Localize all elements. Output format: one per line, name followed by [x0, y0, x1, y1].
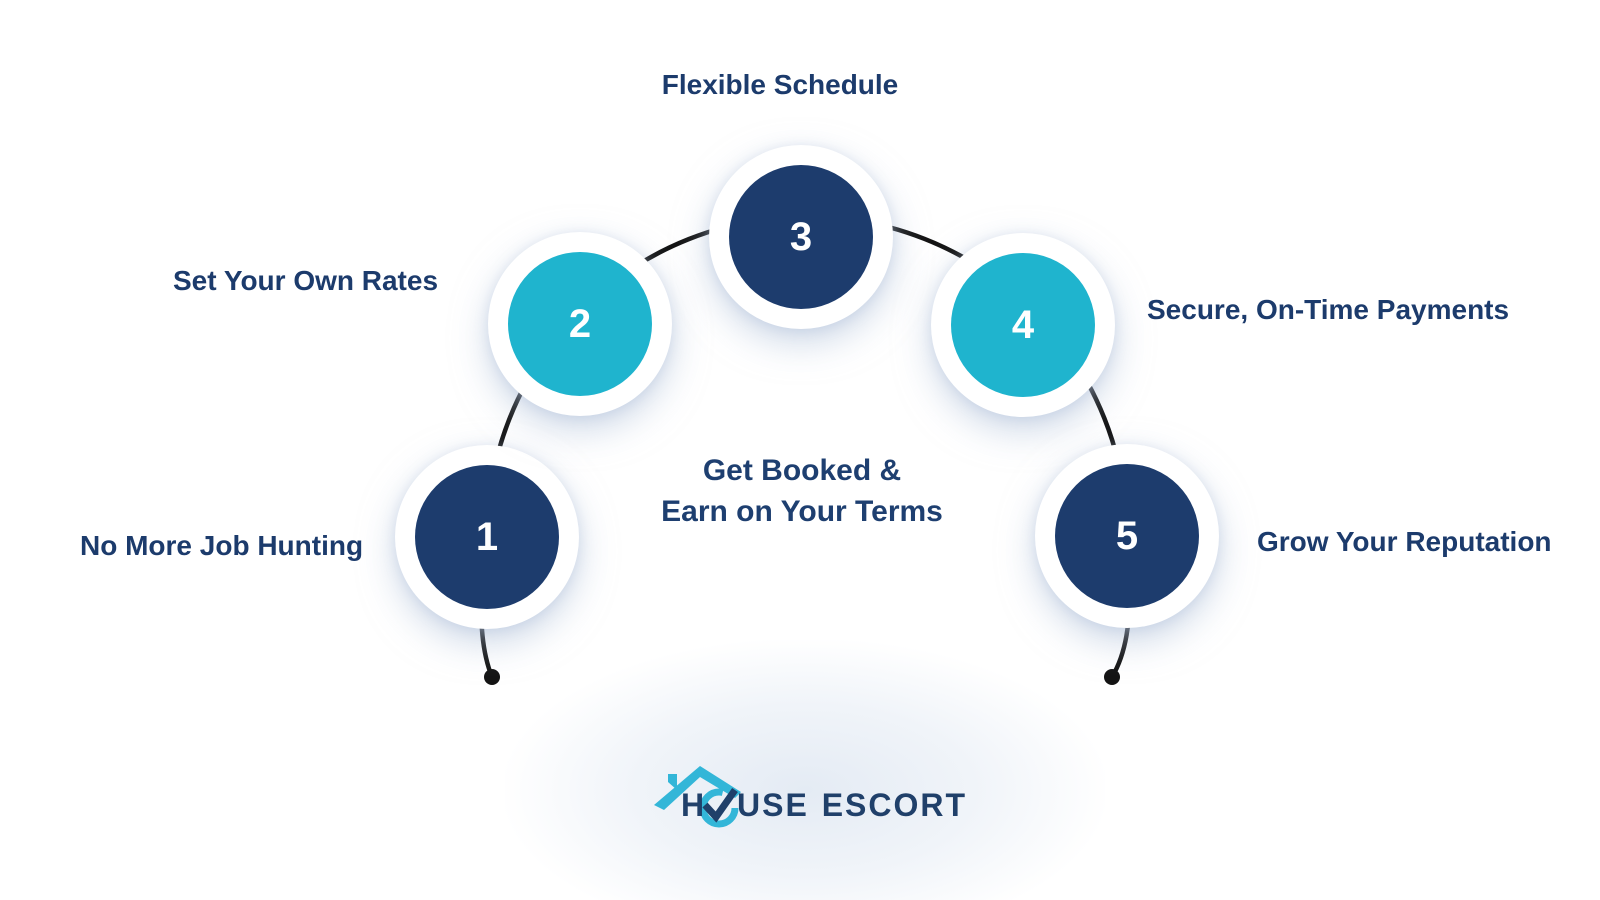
step-circle-ring-2: 2: [488, 232, 672, 416]
step-node-2: 2: [488, 232, 672, 416]
step-label-grow-your-reputation: Grow Your Reputation: [1257, 526, 1552, 557]
step-circle-ring-3: 3: [709, 145, 893, 329]
center-heading-line2: Earn on Your Terms: [661, 495, 943, 528]
step-circle-1: 1: [415, 465, 559, 609]
step-circle-3: 3: [729, 165, 873, 309]
step-number-5: 5: [1115, 514, 1139, 558]
step-circle-2: 2: [508, 252, 652, 396]
step-label-flexible-schedule: Flexible Schedule: [661, 69, 899, 100]
step-number-2: 2: [568, 302, 592, 346]
step-circle-ring-4: 4: [931, 233, 1115, 417]
center-heading-line1: Get Booked &: [702, 454, 902, 487]
step-node-5: 5: [1035, 444, 1219, 628]
step-circle-5: 5: [1055, 464, 1199, 608]
step-number-4: 4: [1011, 303, 1035, 347]
step-number-3: 3: [789, 215, 813, 259]
step-node-1: 1: [395, 445, 579, 629]
center-heading: Get Booked & Earn on Your Terms: [661, 450, 943, 532]
step-node-3: 3: [709, 145, 893, 329]
step-label-set-your-own-rates: Set Your Own Rates: [173, 265, 439, 296]
step-label-secure-on-time-payments: Secure, On-Time Payments: [1147, 294, 1510, 325]
step-circle-ring-5: 5: [1035, 444, 1219, 628]
arc-end-dot-right: [1104, 669, 1120, 685]
step-node-4: 4: [931, 233, 1115, 417]
arc-end-dot-left: [484, 669, 500, 685]
step-circle-4: 4: [951, 253, 1095, 397]
step-circle-ring-1: 1: [395, 445, 579, 629]
step-label-no-more-job-hunting: No More Job Hunting: [80, 530, 364, 561]
step-number-1: 1: [475, 515, 499, 559]
